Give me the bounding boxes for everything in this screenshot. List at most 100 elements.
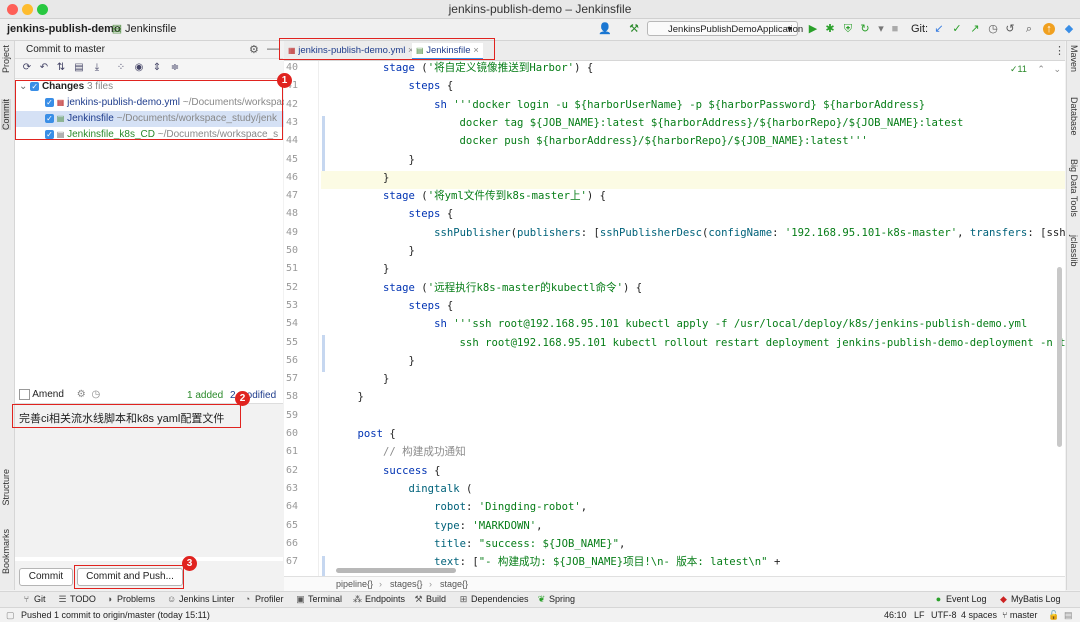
shelve-icon[interactable]: ▤	[74, 62, 84, 73]
chevron-down-icon[interactable]: ⌄	[1053, 64, 1062, 74]
line-number[interactable]: 45	[285, 153, 298, 165]
stop-icon[interactable]: ■	[891, 23, 899, 35]
list-item[interactable]: ✓ ▤ Jenkinsfile_k8s_CD ~/Documents/works…	[15, 127, 313, 143]
profile-icon[interactable]: ↻	[860, 23, 870, 35]
line-number[interactable]: 52	[285, 281, 298, 293]
line-number[interactable]: 42	[285, 98, 298, 110]
expand-all-icon[interactable]: ⇕	[152, 62, 162, 73]
code-line[interactable]: 43 docker tag ${JOB_NAME}:latest ${harbo…	[284, 114, 1065, 132]
breadcrumb-stages[interactable]: stages{}	[390, 579, 423, 589]
line-separator[interactable]: LF	[914, 610, 925, 620]
line-number[interactable]: 47	[285, 190, 298, 202]
commit-check-icon[interactable]: ✓	[952, 23, 962, 35]
view-icon[interactable]: ◉	[134, 62, 144, 73]
line-number[interactable]: 55	[285, 336, 298, 348]
line-number[interactable]: 50	[285, 245, 298, 256]
code-line[interactable]: 53 steps {	[284, 297, 1065, 315]
coverage-icon[interactable]: ⛨	[843, 23, 853, 35]
refresh-icon[interactable]: ⟳	[22, 62, 32, 73]
list-item[interactable]: ✓ ▦ jenkins-publish-demo.yml ~/Documents…	[15, 95, 313, 111]
spring-tool-button[interactable]: ❦Spring	[537, 594, 576, 604]
run-icon[interactable]: ▶	[808, 23, 818, 35]
code-line[interactable]: 52 stage ('远程执行k8s-master的kubectl命令') {	[284, 279, 1065, 297]
project-breadcrumb[interactable]: jenkins-publish-demo	[7, 23, 121, 35]
code-line[interactable]: 55 ssh root@192.168.95.101 kubectl rollo…	[284, 334, 1065, 352]
tab-jenkins-publish-demo-yml[interactable]: ▦ jenkins-publish-demo.yml ×	[288, 45, 414, 56]
todo-tool-button[interactable]: ☰TODO	[58, 594, 96, 604]
code-line[interactable]: 56 }	[284, 352, 1065, 370]
maximize-window-button[interactable]	[37, 4, 48, 15]
search-icon[interactable]: ⌕	[1025, 23, 1033, 35]
structure-tool-tab[interactable]: Structure	[1, 469, 11, 506]
commit-message-area[interactable]: 完善ci相关流水线脚本和k8s yaml配置文件	[15, 403, 283, 557]
line-number[interactable]: 66	[285, 537, 298, 549]
line-number[interactable]: 41	[285, 80, 298, 92]
file-checkbox[interactable]: ✓	[45, 129, 54, 139]
code-line[interactable]: 41 steps {	[284, 77, 1065, 95]
download-icon[interactable]: ⤓	[94, 62, 100, 73]
build-hammer-icon[interactable]: ⚒	[629, 23, 639, 35]
line-number[interactable]: 51	[285, 263, 298, 275]
changes-checkbox[interactable]: ✓	[30, 81, 40, 91]
chevron-down-icon[interactable]: ⌄	[19, 81, 28, 92]
bookmarks-tool-tab[interactable]: Bookmarks	[1, 529, 11, 575]
mybatis-log-tool-button[interactable]: ◆MyBatis Log	[1000, 594, 1061, 604]
collapse-all-icon[interactable]: ≑	[170, 62, 180, 73]
line-number[interactable]: 53	[285, 299, 298, 311]
line-number[interactable]: 54	[285, 318, 298, 330]
line-number[interactable]: 60	[285, 428, 298, 439]
line-number[interactable]: 57	[285, 373, 298, 385]
rollback-icon[interactable]: ↶	[39, 62, 49, 73]
terminal-tool-button[interactable]: ▣Terminal	[296, 594, 343, 604]
code-line[interactable]: 65 type: 'MARKDOWN',	[284, 517, 1065, 535]
run-configuration-select[interactable]: JenkinsPublishDemoApplication ▾	[647, 21, 803, 36]
file-breadcrumb[interactable]: Jenkinsfile	[125, 23, 177, 35]
close-icon[interactable]: ×	[408, 45, 414, 56]
code-line[interactable]: 54 sh '''ssh root@192.168.95.101 kubectl…	[284, 315, 1065, 333]
line-number[interactable]: 40	[285, 62, 298, 73]
indent-setting[interactable]: 4 spaces	[961, 610, 998, 620]
line-number[interactable]: 63	[285, 482, 298, 494]
code-line[interactable]: 62 success {	[284, 462, 1065, 480]
memory-indicator-icon[interactable]: ▤	[1064, 610, 1073, 620]
vertical-scrollbar[interactable]	[1057, 267, 1062, 447]
code-line[interactable]: 67 text: ["- 构建成功: ${JOB_NAME}项目!\n- 版本:…	[284, 553, 1065, 571]
git-tool-button[interactable]: ⑂Git	[23, 594, 46, 604]
code-line[interactable]: 44 docker push ${harborAddress}/${harbor…	[284, 132, 1065, 150]
code-line[interactable]: 59	[284, 407, 1065, 425]
profiler-tool-button[interactable]: ◔Profiler	[244, 594, 284, 604]
code-line[interactable]: 61 // 构建成功通知	[284, 443, 1065, 461]
commit-button[interactable]: Commit	[19, 568, 73, 586]
jclasslib-tool-tab[interactable]: jclasslib	[1069, 235, 1079, 267]
code-line[interactable]: 49 sshPublisher(publishers: [sshPublishe…	[284, 224, 1065, 242]
commit-message-input[interactable]: 完善ci相关流水线脚本和k8s yaml配置文件	[19, 413, 225, 425]
chevron-up-icon[interactable]: ⌃	[1037, 64, 1045, 74]
code-line[interactable]: 64 robot: 'Dingding-robot',	[284, 498, 1065, 516]
line-number[interactable]: 58	[285, 391, 298, 403]
gear-icon[interactable]: ⚙	[76, 389, 86, 401]
plugin-logo-icon[interactable]: ◆	[1064, 23, 1074, 35]
caret-position[interactable]: 46:10	[884, 610, 907, 620]
gear-icon[interactable]: ⚙	[249, 44, 259, 56]
push-icon[interactable]: ↗	[970, 23, 980, 35]
code-line[interactable]: 47 stage ('将yml文件传到k8s-master上') {	[284, 187, 1065, 205]
project-tool-tab[interactable]: Project	[1, 45, 11, 74]
code-line[interactable]: 45 }	[284, 151, 1065, 169]
line-number[interactable]: 67	[285, 556, 298, 568]
tab-commit-to-master[interactable]: Commit to master	[26, 44, 105, 55]
inspection-widget[interactable]: ✓11 ⌃ ⌄	[1010, 64, 1062, 74]
code-line[interactable]: 66 title: "success: ${JOB_NAME}",	[284, 535, 1065, 553]
update-project-icon[interactable]: ↙	[934, 23, 944, 35]
maven-tool-tab[interactable]: Maven	[1069, 45, 1079, 73]
more-tabs-icon[interactable]: ⋮	[1054, 45, 1065, 57]
list-item[interactable]: ✓ ▤ Jenkinsfile ~/Documents/workspace_st…	[15, 111, 313, 127]
more-run-icon[interactable]: ▾	[878, 23, 884, 35]
file-checkbox[interactable]: ✓	[45, 97, 54, 107]
minimize-window-button[interactable]	[22, 4, 33, 15]
database-tool-tab[interactable]: Database	[1069, 97, 1079, 136]
commit-tool-tab[interactable]: Commit	[1, 99, 11, 130]
diff-icon[interactable]: ⇅	[56, 62, 66, 73]
event-log-tool-button[interactable]: ●Event Log	[935, 594, 987, 604]
line-number[interactable]: 44	[285, 135, 298, 147]
hide-panel-icon[interactable]: —	[267, 41, 279, 55]
